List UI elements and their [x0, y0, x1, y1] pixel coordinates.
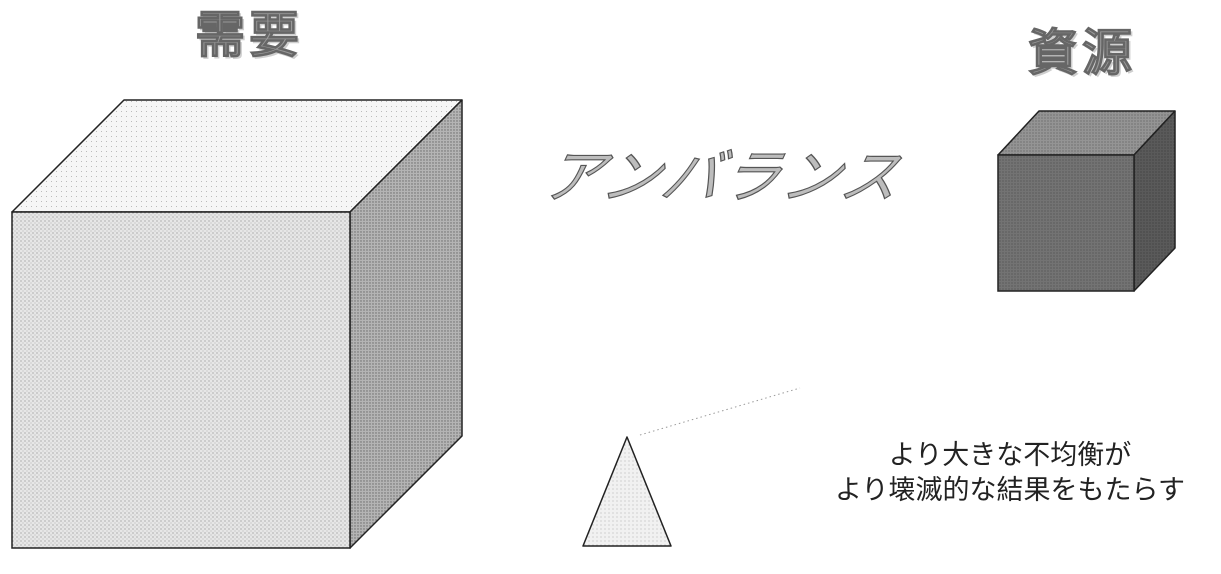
- demand-title: 需要: [195, 6, 303, 64]
- fulcrum-triangle: [582, 436, 672, 547]
- demand-cube: [11, 99, 463, 549]
- consequence-line-2: より壊滅的な結果をもたらす: [835, 475, 1185, 506]
- consequence-text: より大きな不均衡が より壊滅的な結果をもたらす: [795, 438, 1221, 508]
- resource-cube-front: [997, 154, 1135, 292]
- resource-title: 資源: [1028, 24, 1136, 82]
- balance-beam-line: [639, 387, 801, 436]
- demand-cube-front: [11, 211, 351, 549]
- imbalance-label: アンバランス: [537, 142, 909, 211]
- consequence-line-1: より大きな不均衡が: [888, 440, 1132, 471]
- resource-cube: [997, 110, 1176, 292]
